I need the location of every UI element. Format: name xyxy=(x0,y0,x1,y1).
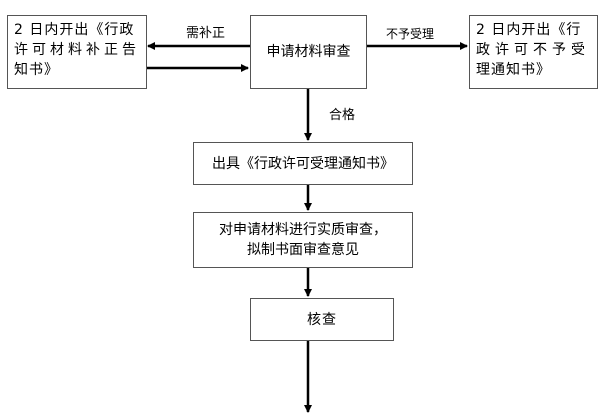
node-label: 申请材料审查 xyxy=(266,44,351,60)
edge-label-qualified: 合格 xyxy=(329,108,356,123)
node-line: 知书》 xyxy=(14,62,59,78)
node-rejection-notice: 2 日内开出《行 政许可不予受 理通知书》 xyxy=(469,15,598,89)
node-substantive-review: 对申请材料进行实质审查， 拟制书面审查意见 xyxy=(193,212,413,268)
node-line: 对申请材料进行实质审查， xyxy=(219,222,387,238)
node-line: 许可材料补正告 xyxy=(14,42,140,58)
node-label: 核查 xyxy=(307,311,337,328)
node-line: 2 日内开出《行政 xyxy=(14,22,135,38)
node-line: 拟制书面审查意见 xyxy=(247,242,359,258)
edge-label-not-accepted: 不予受理 xyxy=(386,27,435,41)
node-line: 2 日内开出《行 xyxy=(476,22,582,38)
node-line: 政许可不予受 xyxy=(476,42,590,58)
node-label: 出具《行政许可受理通知书》 xyxy=(212,155,394,172)
node-review: 申请材料审查 xyxy=(250,15,367,89)
node-correction-notice: 2 日内开出《行政 许可材料补正告 知书》 xyxy=(7,15,147,89)
node-verify: 核查 xyxy=(250,298,394,341)
edge-label-needs-correction: 需补正 xyxy=(186,26,226,41)
node-acceptance-notice: 出具《行政许可受理通知书》 xyxy=(193,142,413,185)
node-line: 理通知书》 xyxy=(476,62,551,78)
